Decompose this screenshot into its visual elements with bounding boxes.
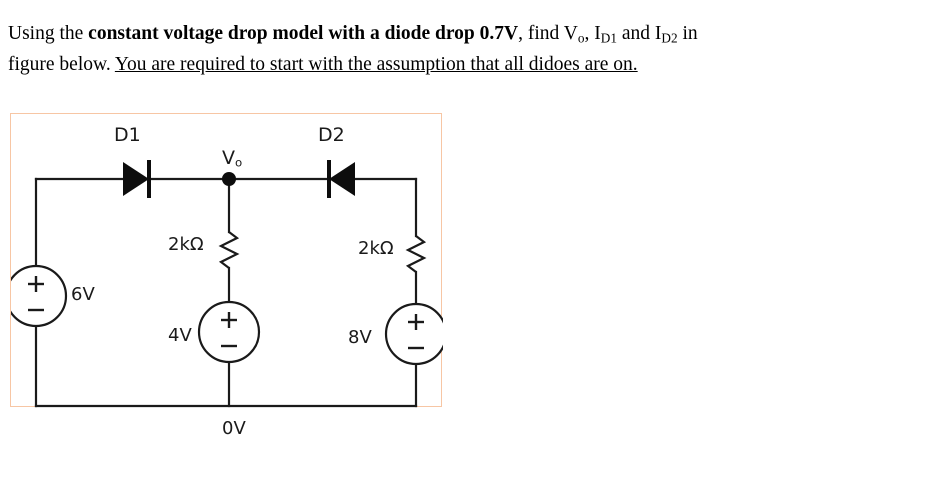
label-d1: D1 xyxy=(114,124,141,146)
q-l1-sub-d2: D2 xyxy=(661,30,678,46)
label-d2: D2 xyxy=(318,124,345,146)
label-source-4v: 4V xyxy=(168,325,192,346)
label-vo-main: V xyxy=(222,147,235,169)
q-l1-sub-d1: D1 xyxy=(600,30,617,46)
q-l1-part4: and I xyxy=(616,23,662,44)
q-l1-bold: constant voltage drop model with a diode… xyxy=(88,23,519,44)
q-l2-plain: figure below. xyxy=(8,54,115,75)
question-line1: Using the constant voltage drop model wi… xyxy=(8,23,698,46)
question-text: Using the constant voltage drop model wi… xyxy=(8,18,933,80)
voltage-source-6v xyxy=(11,264,68,328)
voltage-source-4v-circle xyxy=(197,300,261,364)
voltage-source-6v-circle xyxy=(11,264,68,328)
label-vo-sub: o xyxy=(235,155,243,170)
label-source-8v: 8V xyxy=(348,327,372,348)
resistor-2k-left-zigzag xyxy=(218,231,240,269)
circuit-schematic-svg xyxy=(11,160,443,408)
node-vo-dot xyxy=(222,172,236,186)
question-line2: figure below. You are required to start … xyxy=(8,49,933,80)
label-source-6v: 6V xyxy=(71,284,95,305)
resistor-2k-right-zigzag xyxy=(405,235,427,273)
label-vo: Vo xyxy=(222,147,242,169)
q-l1-part3: , I xyxy=(584,23,601,44)
q-l2-underlined: You are required to start with the assum… xyxy=(114,54,638,75)
voltage-source-8v xyxy=(384,302,443,366)
q-l1-sub-vo: o xyxy=(577,30,585,46)
q-l1-part5: in xyxy=(677,23,698,44)
label-resistor-right: 2kΩ xyxy=(358,238,394,259)
circuit-figure: D1 D2 Vo 2kΩ 2kΩ 6V 4V 8V 0V xyxy=(10,113,443,439)
q-l1-part2: , find V xyxy=(518,23,578,44)
diode-d1-triangle xyxy=(123,162,149,196)
label-ground-0v: 0V xyxy=(222,418,246,439)
label-resistor-left: 2kΩ xyxy=(168,234,204,255)
q-l1-part1: Using the xyxy=(8,23,89,44)
diode-d2 xyxy=(327,160,355,198)
voltage-source-8v-circle xyxy=(384,302,443,366)
diode-d1 xyxy=(123,160,151,198)
voltage-source-4v xyxy=(197,300,261,364)
diode-d2-triangle xyxy=(329,162,355,196)
